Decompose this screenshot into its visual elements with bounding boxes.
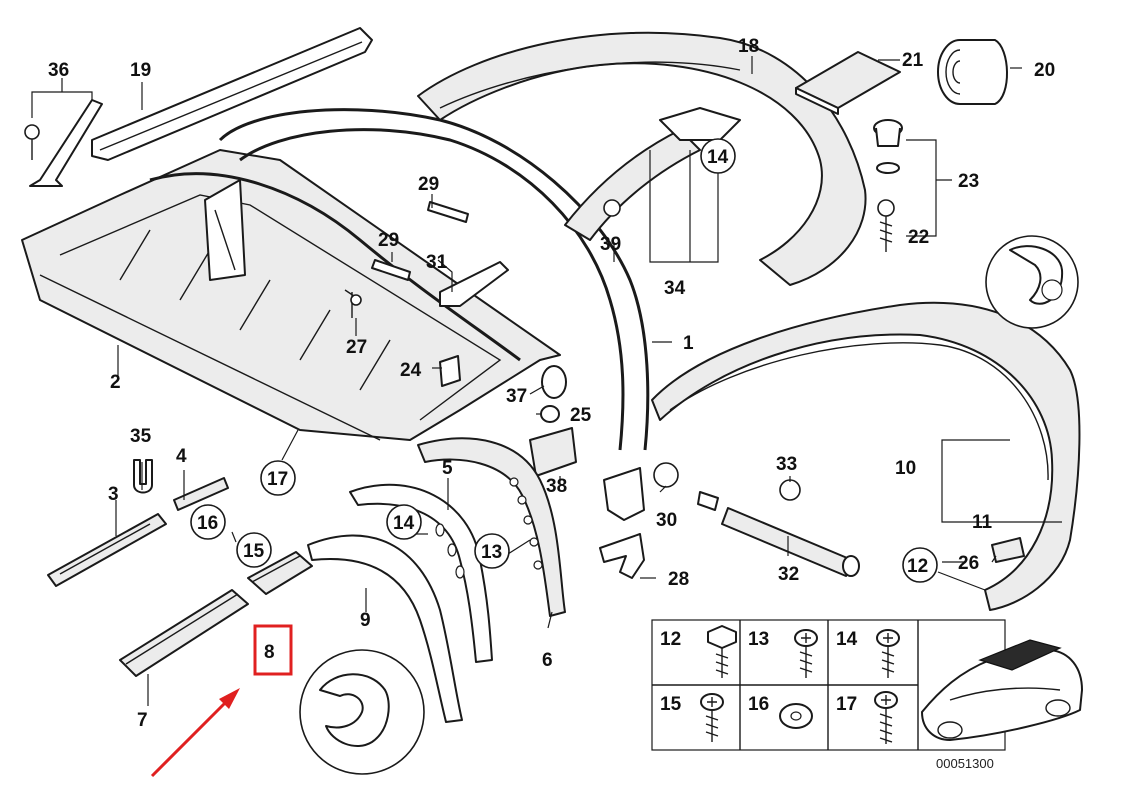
part-36-shape xyxy=(24,99,103,187)
table-label-15: 15 xyxy=(660,694,682,715)
drawing-number: 00051300 xyxy=(936,756,994,771)
screw-13-icon xyxy=(794,629,818,678)
part-7-shape xyxy=(119,589,249,677)
washer-16-icon xyxy=(779,703,813,729)
part-34-shape xyxy=(564,107,741,241)
table-label-13: 13 xyxy=(748,629,769,650)
part-9-shape xyxy=(307,534,463,723)
fastener-table xyxy=(651,619,1083,751)
label-5: 5 xyxy=(442,458,453,479)
label-33: 33 xyxy=(776,454,797,475)
label-12: 12 xyxy=(907,556,928,577)
screw-12-icon xyxy=(707,625,737,678)
label-25: 25 xyxy=(570,405,592,426)
part-5-shape xyxy=(349,483,493,663)
label-15: 15 xyxy=(243,541,265,562)
part-4-shape xyxy=(173,477,229,511)
part-38-shape xyxy=(529,427,577,477)
leader-lines xyxy=(31,56,1062,706)
table-label-14: 14 xyxy=(836,629,858,650)
part-21-shape xyxy=(795,51,901,115)
table-label-12: 12 xyxy=(660,629,681,650)
part-20-shape xyxy=(937,39,1008,105)
label-24: 24 xyxy=(400,360,422,381)
label-6: 6 xyxy=(542,650,553,671)
highlight-box xyxy=(253,624,293,676)
part-labels: 1 2 3 4 5 6 7 8 9 10 11 12 13 14 14 15 1… xyxy=(48,36,1055,771)
car-thumbnail xyxy=(921,639,1083,741)
label-39: 39 xyxy=(600,234,621,255)
detail-circle-bottom xyxy=(299,649,425,775)
part-3-shape xyxy=(47,513,167,587)
label-20: 20 xyxy=(1034,60,1055,81)
part-23-shape xyxy=(873,119,903,252)
label-14-mid: 14 xyxy=(393,513,415,534)
label-35: 35 xyxy=(130,426,152,447)
red-arrow xyxy=(150,688,240,778)
part-8-shape xyxy=(247,551,313,595)
table-label-16: 16 xyxy=(748,694,769,715)
part-28-shape xyxy=(599,533,645,579)
part-29-shape xyxy=(371,201,469,281)
screw-17-icon xyxy=(874,691,898,744)
table-label-17: 17 xyxy=(836,694,857,715)
label-4: 4 xyxy=(176,446,187,467)
label-13: 13 xyxy=(481,542,502,563)
label-16: 16 xyxy=(197,513,218,534)
label-27: 27 xyxy=(346,337,367,358)
screw-15-icon xyxy=(700,693,724,742)
part-2-shape xyxy=(21,149,561,441)
label-34: 34 xyxy=(664,278,686,299)
label-23: 23 xyxy=(958,171,979,192)
label-32: 32 xyxy=(778,564,799,585)
part-32-shape xyxy=(653,462,860,577)
label-8: 8 xyxy=(264,642,275,663)
label-9: 9 xyxy=(360,610,371,631)
part-19-shape xyxy=(91,27,373,161)
label-14-top: 14 xyxy=(707,147,729,168)
part-26-shape xyxy=(991,537,1025,563)
label-37: 37 xyxy=(506,386,527,407)
label-36: 36 xyxy=(48,60,69,81)
part-10-shape xyxy=(651,301,1081,611)
label-11: 11 xyxy=(972,512,993,533)
label-18: 18 xyxy=(738,36,759,57)
part-30-shape xyxy=(603,467,645,521)
label-26: 26 xyxy=(958,553,979,574)
label-19: 19 xyxy=(130,60,151,81)
encircled-labels xyxy=(190,138,938,583)
part-31-shape xyxy=(439,261,509,307)
part-37-shape xyxy=(540,365,567,423)
label-3: 3 xyxy=(108,484,119,505)
label-38: 38 xyxy=(546,476,567,497)
part-27-shape xyxy=(344,289,362,318)
screw-14-icon xyxy=(876,629,900,678)
label-30: 30 xyxy=(656,510,677,531)
label-2: 2 xyxy=(110,372,121,393)
label-1: 1 xyxy=(683,333,694,354)
part-24-shape xyxy=(439,355,461,387)
part-6-shape xyxy=(417,437,566,617)
label-29-top: 29 xyxy=(418,174,439,195)
label-22: 22 xyxy=(908,227,929,248)
part-18-shape xyxy=(417,31,867,286)
detail-circle-right xyxy=(985,235,1079,329)
label-17: 17 xyxy=(267,469,288,490)
label-31: 31 xyxy=(426,252,448,273)
label-29-mid: 29 xyxy=(378,230,399,251)
part-1-shape xyxy=(149,108,650,451)
label-10: 10 xyxy=(895,458,916,479)
part-35-shape xyxy=(133,459,153,494)
label-21: 21 xyxy=(902,50,924,71)
label-7: 7 xyxy=(137,710,148,731)
label-28: 28 xyxy=(668,569,689,590)
